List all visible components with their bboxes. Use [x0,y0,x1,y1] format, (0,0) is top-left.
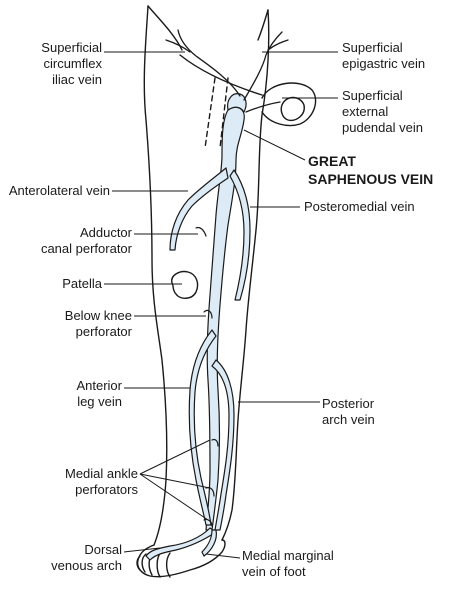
label-superficial-circumflex-iliac-vein: Superficial circumflex iliac vein [41,40,102,87]
posteromedial-vein-shape [229,169,251,301]
anterior-leg-vein-shape [188,329,217,526]
label-adductor-canal-perforator: Adductor canal perforator [40,225,132,256]
label-great-saphenous-vein: GREAT SAPHENOUS VEIN [308,153,434,187]
label-anterior-leg-vein: Anterior leg vein [76,378,122,409]
saphenofemoral-junction-shape [227,93,247,113]
label-posteromedial-vein: Posteromedial vein [304,199,415,214]
dorsal-venous-arch-shape [145,527,217,561]
label-below-knee-perforator: Below knee perforator [64,308,132,339]
label-superficial-external-pudendal-vein: Superficial external pudendal vein [342,88,423,135]
label-dorsal-venous-arch: Dorsal venous arch [51,542,122,573]
anterolateral-vein-shape [169,167,229,251]
groin-tributaries [165,29,289,113]
label-posterior-arch-vein: Posterior arch vein [322,396,375,427]
leader-lines [104,51,338,559]
venous-system [145,93,251,561]
label-patella: Patella [62,276,102,291]
label-anterolateral-vein: Anterolateral vein [8,183,110,198]
label-medial-ankle-perforators: Medial ankle perforators [65,466,138,497]
label-medial-marginal-vein-of-foot: Medial marginal vein of foot [242,548,334,579]
medial-marginal-vein-shape [201,529,217,557]
label-superficial-epigastric-vein: Superficial epigastric vein [342,40,426,71]
